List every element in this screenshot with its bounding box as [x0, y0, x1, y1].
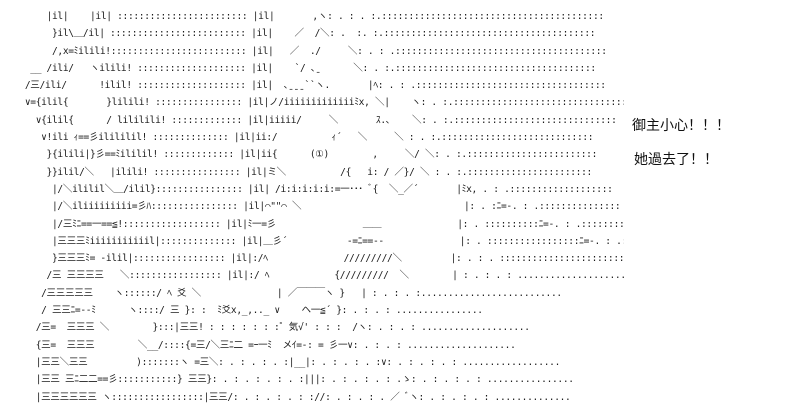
ascii-art-block: |il| |il| :::::::::::::::::::::::: |il| …: [14, 8, 624, 412]
dialogue-line-1: 御主小心！！！: [632, 118, 730, 134]
dialogue-box: 御主小心！！！ 她過去了！！: [632, 116, 792, 184]
ascii-art-text: |il| |il| :::::::::::::::::::::::: |il| …: [24, 11, 624, 403]
dialogue-line-2: 她過去了！！: [634, 152, 718, 168]
